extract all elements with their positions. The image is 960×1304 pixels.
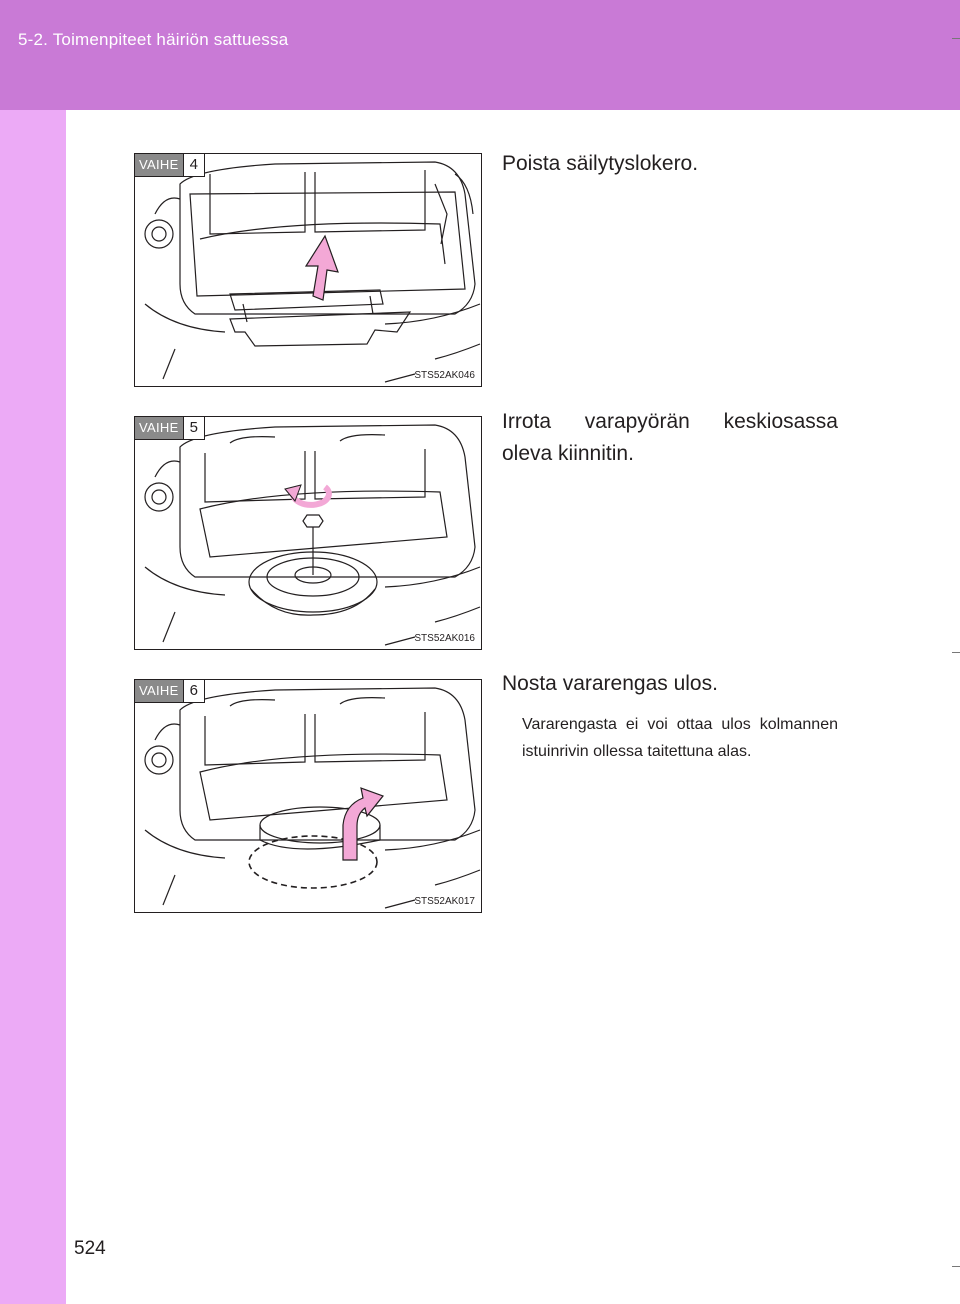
step-label: VAIHE — [135, 417, 183, 439]
lift-arrow — [342, 787, 384, 861]
figure-code: STS52AK046 — [414, 370, 475, 381]
section-title: 5-2. Toimenpiteet häiriön sattuessa — [18, 30, 289, 49]
lift-arrow — [304, 234, 339, 301]
crop-mark — [952, 652, 960, 653]
step-badge: VAIHE 5 — [135, 417, 205, 440]
step-number: 5 — [182, 417, 204, 439]
figure-code: STS52AK016 — [414, 633, 475, 644]
trunk-illustration-lift-spare-tire — [144, 687, 481, 909]
step-badge: VAIHE 4 — [135, 154, 205, 177]
step-6-note: Vararengasta ei voi ottaa ulos kolmannen… — [522, 716, 838, 760]
crop-mark — [952, 1266, 960, 1267]
step-6-instruction: Nosta vararengas ulos. — [502, 672, 718, 695]
step-badge: VAIHE 6 — [135, 680, 205, 703]
step-4-instruction: Poista säilytyslokero. — [502, 152, 699, 175]
step-number: 6 — [182, 680, 204, 702]
crop-mark — [952, 38, 960, 39]
step-6-figure: VAIHE 6 STS52AK017 — [134, 679, 482, 913]
trunk-illustration-spare-wheel-fastener — [144, 424, 481, 646]
step-label: VAIHE — [135, 154, 183, 176]
step-number: 4 — [182, 154, 204, 176]
step-5-figure: VAIHE 5 STS52AK016 — [134, 416, 482, 650]
trunk-illustration-storage-box — [144, 161, 481, 383]
page-number: 524 — [74, 1238, 106, 1259]
header-band: 5-2. Toimenpiteet häiriön sattuessa — [0, 0, 960, 110]
side-band — [0, 110, 66, 1304]
step-4-figure: VAIHE 4 STS52AK046 — [134, 153, 482, 387]
step-label: VAIHE — [135, 680, 183, 702]
figure-code: STS52AK017 — [414, 896, 475, 907]
step-5-instruction: Irrota varapyörän keskiosassa oleva kiin… — [502, 410, 838, 465]
